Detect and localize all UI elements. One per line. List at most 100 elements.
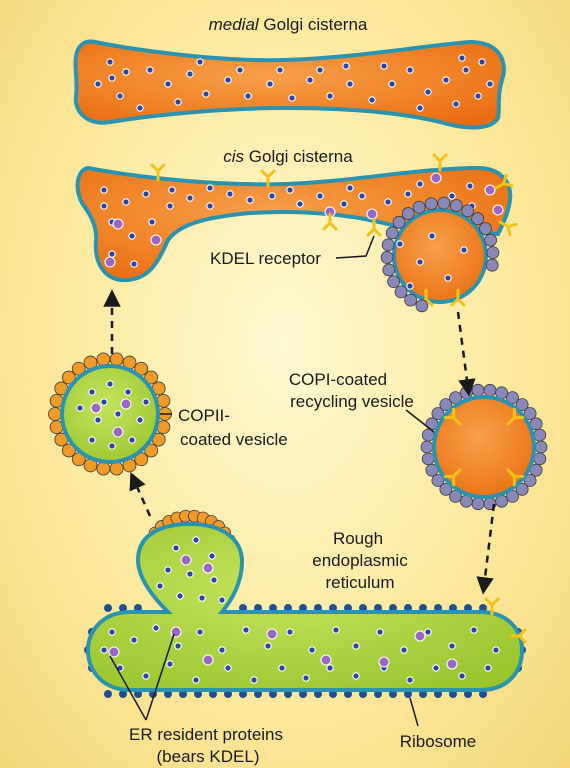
coat-subunit <box>380 251 394 264</box>
protein-dot <box>424 628 432 636</box>
label-ribosome: Ribosome <box>400 732 477 751</box>
kdel-receptor-icon <box>443 407 462 426</box>
kdel-protein-dot <box>170 626 182 638</box>
protein-dot <box>352 672 360 680</box>
protein-dot <box>124 388 132 396</box>
coat-subunit <box>404 293 418 307</box>
protein-dot <box>128 232 136 240</box>
coat-subunit <box>439 398 453 412</box>
coat-subunit <box>431 407 445 420</box>
receptor-stem <box>484 597 500 616</box>
coat-subunit <box>471 383 485 397</box>
protein-dot <box>396 240 404 248</box>
coat-subunit <box>483 383 497 397</box>
protein-dot <box>492 646 500 654</box>
protein-dot <box>164 566 172 574</box>
protein-dot <box>100 186 108 194</box>
protein-dot <box>380 62 388 70</box>
protein-dot <box>100 398 108 406</box>
kdel-protein-dot <box>202 562 214 574</box>
receptor-stem <box>450 288 466 307</box>
protein-dot <box>484 664 492 672</box>
arrow-er-to-copii <box>129 472 152 517</box>
protein-dot <box>276 66 284 74</box>
protein-dot <box>116 92 124 100</box>
protein-dot <box>340 200 348 208</box>
ribosome-dot <box>479 690 487 698</box>
coat-subunit <box>387 275 401 289</box>
label-medial-golgi: medial Golgi cisterna <box>209 15 368 34</box>
leader-kdel <box>335 235 375 259</box>
coat-subunit <box>144 370 159 385</box>
kdel-protein-dot <box>112 218 124 230</box>
protein-dot <box>186 570 194 578</box>
kdel-receptor-icon <box>506 407 525 426</box>
receptor-stem <box>498 220 518 237</box>
label-copii-line1: COPII- <box>178 406 230 425</box>
coat-subunit <box>412 200 426 214</box>
protein-dot <box>108 250 116 258</box>
coat-subunit <box>479 222 492 236</box>
protein-dot <box>296 200 304 208</box>
receptor-stem <box>366 218 382 237</box>
coat-subunit <box>471 497 485 511</box>
protein-dot <box>352 642 360 650</box>
protein-dot <box>242 626 250 634</box>
protein-dot <box>244 92 252 100</box>
coat-subunit <box>471 212 485 226</box>
label-er-proteins-line1: ER resident proteins <box>129 725 283 744</box>
cis-proteins <box>100 172 504 290</box>
label-cis-golgi: cis Golgi cisterna <box>223 147 353 166</box>
label-er-proteins-line2: (bears KDEL) <box>157 747 260 766</box>
protein-dot <box>268 192 276 200</box>
protein-dot <box>192 676 200 684</box>
protein-dot <box>88 436 96 444</box>
coat-subunit <box>523 474 537 487</box>
protein-dot <box>332 626 340 634</box>
protein-dot <box>428 232 436 240</box>
leader-copi <box>405 409 435 433</box>
protein-dot <box>346 184 354 192</box>
coat-subunit <box>421 452 435 466</box>
label-rer-line1: Rough <box>333 529 383 548</box>
protein-dot <box>416 258 424 266</box>
coat-subunit <box>424 197 438 211</box>
label-rer-line2: endoplasmic <box>312 551 408 570</box>
protein-dot <box>224 76 232 84</box>
protein-dot <box>206 202 214 210</box>
protein-dot <box>384 198 392 206</box>
coat-subunit <box>109 461 124 476</box>
cis-golgi-cisterna <box>75 165 513 283</box>
receptor-stem <box>322 212 338 231</box>
rough-er <box>85 521 525 692</box>
kdel-receptor-icon <box>508 628 527 644</box>
leader-ribosome <box>409 697 419 727</box>
copi-vesicle <box>432 395 536 499</box>
protein-dot <box>316 192 324 200</box>
coat-subunit <box>485 258 499 272</box>
protein-dot <box>100 202 108 210</box>
kdel-protein-dot <box>150 234 162 246</box>
protein-dot <box>288 94 296 102</box>
protein-dot <box>478 58 486 66</box>
protein-dot <box>168 186 176 194</box>
protein-dot <box>452 100 460 108</box>
kdel-protein-dot <box>484 184 496 196</box>
protein-dot <box>416 180 424 188</box>
medial-proteins <box>94 54 494 112</box>
protein-dot <box>108 628 116 636</box>
receptor-stem <box>432 153 448 172</box>
protein-dot <box>286 628 294 636</box>
coat-subunit <box>437 196 451 210</box>
protein-dot <box>94 80 102 88</box>
protein-dot <box>406 66 414 74</box>
protein-dot <box>218 596 226 604</box>
protein-dot <box>148 218 156 226</box>
protein-dot <box>458 54 466 62</box>
kdel-receptor-icon <box>443 468 462 487</box>
coat-subunit <box>449 199 463 212</box>
coat-subunit <box>461 204 475 218</box>
copi-coat-bud <box>380 196 500 313</box>
coat-subunit <box>431 474 445 487</box>
kdel-protein-dot <box>202 654 214 666</box>
